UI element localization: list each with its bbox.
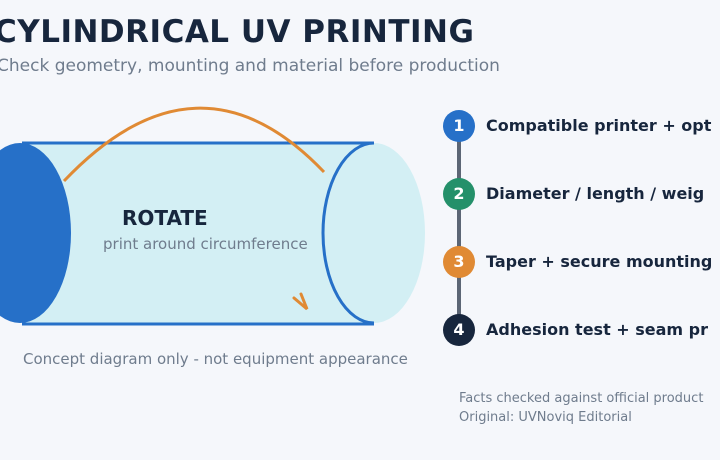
rotate-label: ROTATE xyxy=(122,206,208,230)
step-2-text: Diameter / length / weig xyxy=(486,184,705,203)
page-title: CYLINDRICAL UV PRINTING xyxy=(0,14,475,50)
step-4-text: Adhesion test + seam pr xyxy=(486,320,709,339)
cylinder-left-cap xyxy=(0,143,71,323)
cylinder-right-rim xyxy=(321,141,375,325)
steps-connector-line xyxy=(457,126,461,332)
rotation-arrow-head xyxy=(292,292,309,311)
footer-facts-note: Facts checked against official product xyxy=(459,391,704,406)
rotate-sublabel: print around circumference xyxy=(103,235,308,253)
rotation-arc xyxy=(62,106,326,183)
step-3-badge: 3 xyxy=(443,246,475,278)
step-2-badge: 2 xyxy=(443,178,475,210)
page-subtitle: Check geometry, mounting and material be… xyxy=(0,56,500,76)
cylinder-right-end xyxy=(323,143,425,323)
cylinder-body xyxy=(22,143,374,324)
step-3-text: Taper + secure mounting xyxy=(486,252,713,271)
step-1-badge: 1 xyxy=(443,110,475,142)
diagram-caption: Concept diagram only - not equipment app… xyxy=(23,350,408,368)
step-4-badge: 4 xyxy=(443,314,475,346)
footer-original-credit: Original: UVNoviq Editorial xyxy=(459,410,632,425)
step-1-text: Compatible printer + opt xyxy=(486,116,712,135)
